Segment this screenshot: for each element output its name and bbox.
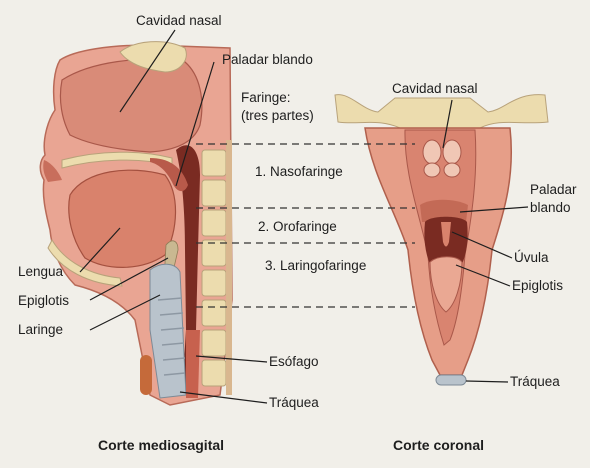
tongue-shape <box>69 170 176 267</box>
label-epiglotis-left: Epiglotis <box>18 293 69 309</box>
trachea-ring-coronal <box>436 375 466 385</box>
esophagus-shape <box>186 330 200 398</box>
thyroid-shape <box>140 355 152 395</box>
caption-coronal: Corte coronal <box>393 437 484 453</box>
label-laringe: Laringe <box>18 322 63 338</box>
label-cavidad-nasal-left: Cavidad nasal <box>136 13 222 29</box>
label-traquea-left: Tráquea <box>269 395 319 411</box>
label-esofago: Esófago <box>269 354 319 370</box>
label-lengua: Lengua <box>18 264 63 280</box>
label-laringofaringe: 3. Laringofaringe <box>265 258 366 274</box>
label-cavidad-nasal-right: Cavidad nasal <box>392 81 478 97</box>
label-paladar-blando-left: Paladar blando <box>222 52 313 68</box>
label-uvula: Úvula <box>514 250 549 266</box>
label-faringe-subtitle: (tres partes) <box>241 108 314 124</box>
label-epiglotis-right: Epiglotis <box>512 278 563 294</box>
spinal-cord <box>226 140 232 395</box>
label-nasofaringe: 1. Nasofaringe <box>255 164 343 180</box>
label-paladar-right-line2: blando <box>530 200 571 216</box>
label-faringe-title: Faringe: <box>241 90 291 106</box>
nasal-cavity-shape <box>60 59 201 152</box>
label-orofaringe: 2. Orofaringe <box>258 219 337 235</box>
label-paladar-right-line1: Paladar <box>530 182 577 198</box>
label-traquea-right: Tráquea <box>510 374 560 390</box>
caption-sagittal: Corte mediosagital <box>98 437 224 453</box>
